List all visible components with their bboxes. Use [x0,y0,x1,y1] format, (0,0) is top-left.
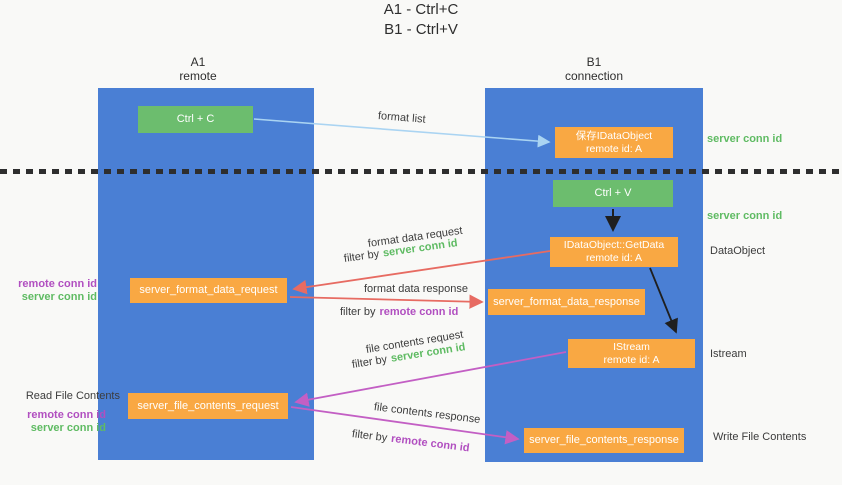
server-format-data-response-box: server_format_data_response [488,289,645,315]
save-idataobject-line1: 保存IDataObject [575,129,653,142]
dataobject-label: DataObject [710,245,766,257]
right-server-conn-id-top-label: server conn id [707,133,783,145]
filter-by-text: filter by [351,353,388,371]
left-server-conn-id-top-label: server conn id [21,291,97,303]
ctrl-v-box: Ctrl + V [553,180,673,207]
right-server-conn-id-mid-label: server conn id [707,210,783,222]
ctrl-v-label: Ctrl + V [594,187,632,199]
file-request-label: server_file_contents_request [137,399,279,412]
filter-by-text: filter by [351,428,388,445]
title-line-2: B1 - Ctrl+V [384,21,458,38]
file-contents-response-label: file contents response [373,401,481,426]
left-column-role: remote [179,69,217,83]
server-format-data-request-box: server_format_data_request [130,278,287,303]
istream-box: IStream remote id: A [568,339,695,368]
ctrl-c-box: Ctrl + C [138,106,253,133]
format-response-label: server_format_data_response [493,295,640,308]
format-request-label: server_format_data_request [139,284,278,296]
save-idataobject-line2: remote id: A [585,142,643,155]
filter-by-text: filter by [340,306,376,318]
remote-conn-id-text: remote conn id [379,306,459,318]
read-file-contents-label: Read File Contents [25,390,120,402]
istream-side-label: Istream [710,348,747,360]
right-column-role: connection [564,69,624,83]
diagram-title: A1 - Ctrl+C B1 - Ctrl+V [0,0,842,40]
server-file-contents-response-box: server_file_contents_response [524,428,684,453]
dashed-separator-line [0,169,842,174]
right-column-header: B1 connection [485,55,703,83]
getdata-line1: IDataObject::GetData [563,239,665,251]
file-response-label: server_file_contents_response [529,434,679,446]
left-server-conn-id-bottom-label: server conn id [30,422,106,434]
save-idataobject-box: 保存IDataObject remote id: A [555,127,673,158]
istream-line1: IStream [613,340,650,353]
format-data-response-arrow [289,294,484,309]
server-file-contents-request-box: server_file_contents_request [128,393,288,419]
filter-by-text: filter by [343,248,380,265]
title-line-1: A1 - Ctrl+C [383,1,459,18]
getdata-line2: remote id: A [585,252,643,264]
left-conn-id-pair-bottom: remote conn id server conn id [0,409,106,435]
left-column-header: A1 remote [98,55,298,83]
write-file-contents-label: Write File Contents [713,431,807,443]
left-remote-conn-id-top-label: remote conn id [18,278,97,290]
remote-conn-id-text: remote conn id [390,432,471,455]
right-column-name: B1 [586,55,602,69]
left-conn-id-pair-top: remote conn id server conn id [0,278,97,304]
ctrl-c-label: Ctrl + C [176,113,215,125]
format-list-label: format list [377,110,427,126]
istream-line2: remote id: A [603,353,660,366]
left-column-name: A1 [190,55,206,69]
left-remote-conn-id-bottom-label: remote conn id [27,409,106,421]
format-data-response-label: format data response [364,283,468,295]
idataobject-getdata-box: IDataObject::GetData remote id: A [550,237,678,267]
